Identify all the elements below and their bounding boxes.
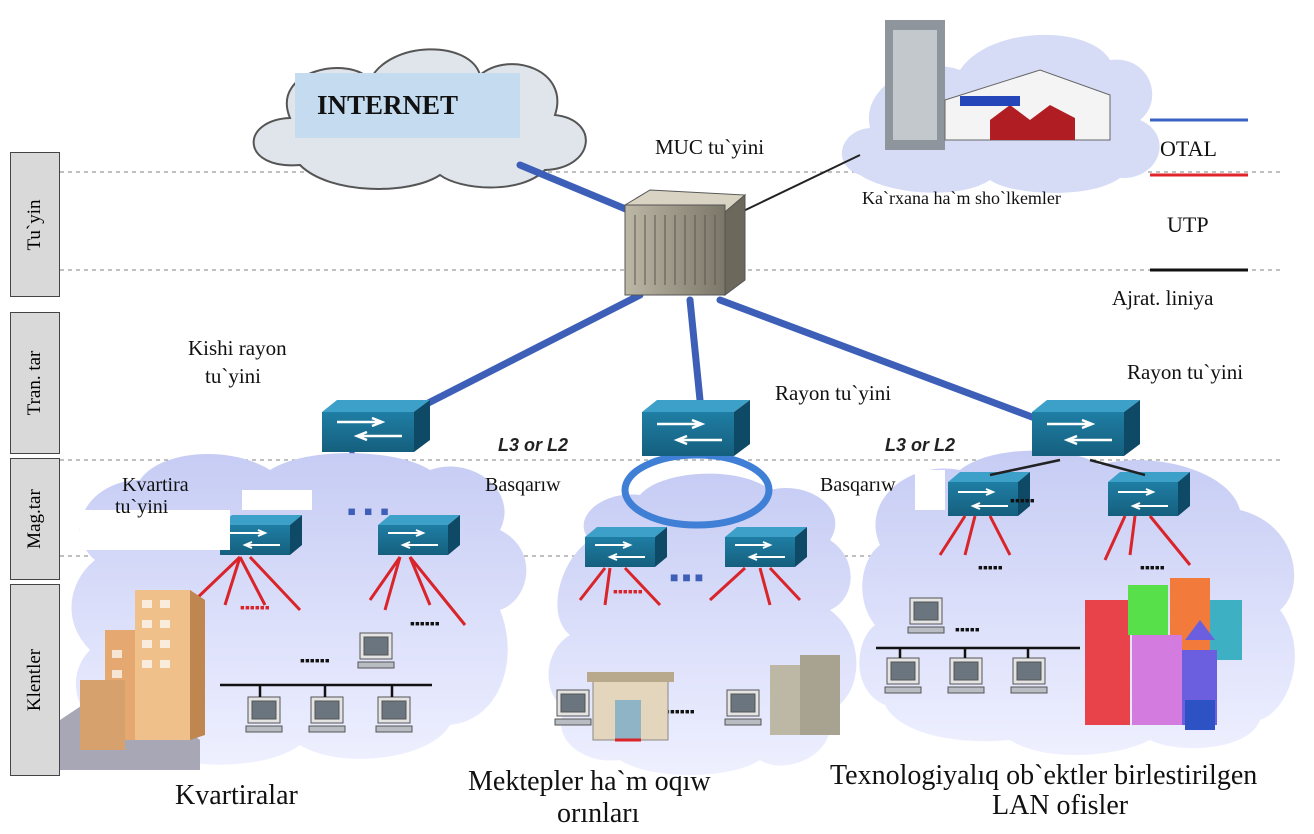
pc-icon-8: [884, 657, 922, 694]
enterprise-link: [734, 154, 861, 216]
svg-text:▪▪▪▪▪: ▪▪▪▪▪: [955, 621, 980, 637]
pc-icon-5: [554, 689, 592, 726]
small-district-label-2: tu`yini: [205, 364, 261, 388]
pc-icon-9: [947, 657, 985, 694]
control-label-middle: Basqarıw: [485, 474, 561, 496]
layer-transport: Tran. tar: [10, 312, 60, 454]
clients-offices-label-2: LAN ofisler: [992, 790, 1129, 821]
pc-icon-4: [357, 632, 395, 669]
enterprise-cloud-icon: [841, 20, 1160, 193]
district-center-label: Rayon tu`yini: [775, 381, 892, 405]
muc-node-label: MUC tu`yini: [655, 135, 765, 159]
clients-apartments-label: Kvartiralar: [175, 780, 298, 811]
layer-clients: Klentler: [10, 584, 60, 776]
switch-apartment-1-icon: [220, 515, 302, 555]
school-building-icon: [587, 655, 840, 742]
svg-text:▪▪▪▪▪: ▪▪▪▪▪: [1010, 492, 1035, 508]
pc-icon-6: [724, 689, 762, 726]
switch-apartment-2-icon: [378, 515, 460, 555]
svg-text:▪▪▪▪▪▪: ▪▪▪▪▪▪: [665, 703, 695, 719]
pc-icon-10: [1010, 657, 1048, 694]
pc-icon-3: [375, 696, 413, 733]
svg-text:▪▪▪▪▪▪: ▪▪▪▪▪▪: [300, 652, 330, 668]
switch-office-2-icon: [1108, 472, 1190, 516]
internet-label: INTERNET: [317, 90, 459, 120]
clients-offices-label-1: Texnologiyalıq ob`ektler birlestirilgen: [830, 760, 1258, 791]
legend-line-label: Ajrat. liniya: [1112, 286, 1214, 310]
svg-text:▪▪▪▪▪▪: ▪▪▪▪▪▪: [240, 599, 270, 615]
pc-icon-2: [308, 696, 346, 733]
switch-school-1-icon: [585, 527, 667, 567]
svg-text:▪▪▪▪▪▪: ▪▪▪▪▪▪: [410, 615, 440, 631]
switch-small-district-icon: [322, 400, 430, 452]
apartment-buildings-icon: [60, 590, 205, 770]
layer-backbone: Mag.tar: [10, 458, 60, 580]
svg-text:▪▪▪▪▪: ▪▪▪▪▪: [1140, 559, 1165, 575]
office-buildings-icon: [1085, 578, 1242, 730]
lan-bus-lines: [220, 646, 1080, 697]
enterprise-label: Ka`rxana ha`m sho`lkemler: [862, 188, 1061, 208]
svg-text:▪▪▪▪▪: ▪▪▪▪▪: [978, 559, 1003, 575]
pc-icon-7: [907, 597, 945, 634]
switch-district-center-icon: [642, 400, 750, 456]
svg-text:▪▪▪▪▪▪: ▪▪▪▪▪▪: [613, 583, 643, 599]
district-right-label: Rayon tu`yini: [1127, 360, 1244, 384]
svg-text:▪ ▪ ▪: ▪ ▪ ▪: [347, 496, 389, 526]
svg-text:■ ■ ■: ■ ■ ■: [670, 569, 703, 585]
legend-utp-label: UTP: [1167, 212, 1209, 237]
layer-node: Tu`yin: [10, 152, 60, 297]
control-label-right: Basqarıw: [820, 474, 896, 496]
switch-office-1-icon: [948, 472, 1030, 516]
pc-icon-1: [245, 696, 283, 733]
legend-otal-label: OTAL: [1160, 136, 1217, 161]
apartment-node-label-1: Kvartira: [122, 474, 189, 496]
l3-label-right: L3 or L2: [885, 435, 956, 455]
small-district-label-1: Kishi rayon: [188, 336, 287, 360]
internet-cloud-icon: [252, 48, 587, 190]
apartment-node-label-2: tu`yini: [115, 496, 169, 518]
utp-drop-lines: [193, 515, 1192, 626]
muc-core-router-icon: [623, 189, 747, 296]
clients-schools-label-2: orınları: [557, 798, 640, 829]
l3-label-middle: L3 or L2: [498, 435, 569, 455]
dots-markers: ▪ ▪ ▪ ■ ■ ■ ▪▪▪▪▪▪ ▪▪▪▪▪▪ ▪▪▪▪▪▪ ▪▪▪▪▪▪ …: [240, 492, 1165, 719]
switch-district-right-icon: [1032, 400, 1140, 456]
switch-school-2-icon: [725, 527, 807, 567]
clients-schools-label-1: Mektepler ha`m oqıw: [468, 766, 711, 797]
legend-lines: [1150, 118, 1248, 272]
